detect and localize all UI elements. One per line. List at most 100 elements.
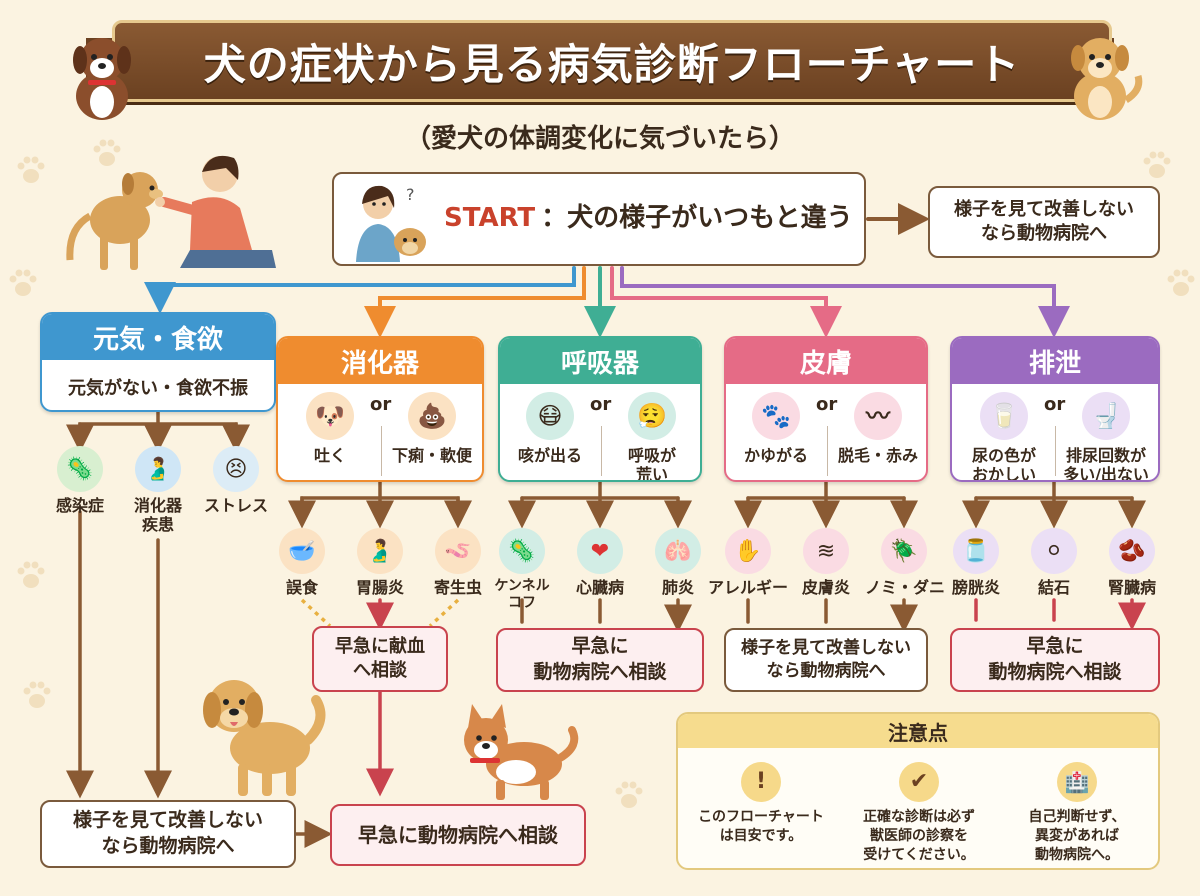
virus-icon: 🦠 (57, 446, 103, 492)
paw-print-icon (615, 781, 643, 808)
exclamation-icon: ! (741, 762, 781, 802)
paw-print-icon (17, 156, 45, 183)
category-card-genki: 元気・食欲 元気がない・食欲不振 (40, 312, 276, 412)
disease-label: 胃腸炎 (355, 578, 404, 597)
skin-layer-icon: ≋ (803, 528, 849, 574)
urine-cup-icon: 🥛 (980, 392, 1028, 440)
category-card-kokyu: 呼吸器 😷 咳が出る or 😮‍💨 呼吸が 荒い (498, 336, 702, 482)
disease-label: アレルギー (707, 578, 788, 597)
category-card-haisetsu: 排泄 🥛 尿の色が おかしい or 🚽 排尿回数が 多い/出ない (950, 336, 1160, 482)
lungs-icon: 🫁 (655, 528, 701, 574)
disease-label: 膀胱炎 (951, 578, 1000, 597)
paw-print-icon (1167, 269, 1195, 296)
subtitle: （愛犬の体調変化に気づいたら） (404, 124, 795, 154)
corgi-illustration (464, 704, 579, 800)
category-title-kokyu: 呼吸器 (500, 338, 700, 384)
or-label: or (590, 394, 612, 415)
paw-print-icon (17, 561, 45, 588)
food-bowl-icon: 🥣 (279, 528, 325, 574)
disease-label: ストレス (203, 496, 268, 515)
golden-retriever-illustration (203, 680, 326, 796)
coughing-head-icon: 😷 (526, 392, 574, 440)
scratching-paw-icon: 🐾 (752, 392, 800, 440)
toilet-icon: 🚽 (1082, 392, 1130, 440)
disease-label: 皮膚炎 (801, 578, 850, 597)
divider (1055, 426, 1056, 476)
symptom-option: 🥛 尿の色が おかしい (954, 392, 1054, 480)
or-label: or (1044, 394, 1066, 415)
disease-label: 寄生虫 (433, 578, 482, 597)
stressed-face-icon: 😣 (213, 446, 259, 492)
title-banner: 犬の症状から見る病気診断フローチャート (112, 20, 1112, 102)
owner-checking-dog-illustration (66, 155, 276, 270)
bladder-icon: 🫙 (953, 528, 999, 574)
category-title-genki: 元気・食欲 (42, 314, 274, 360)
flea-icon: 🪲 (881, 528, 927, 574)
category-title-shoka: 消化器 (278, 338, 482, 384)
divider (601, 426, 602, 476)
paw-print-icon (93, 139, 121, 166)
disease-label: 誤食 (285, 578, 318, 597)
paw-print-icon (23, 681, 51, 708)
category-card-shoka: 消化器 🐶 吐く or 💩 下痢・軟便 (276, 336, 484, 482)
disease-label: ケンネル コフ (494, 578, 550, 611)
disease-label: ノミ・ダニ (864, 578, 945, 597)
symptom-option: 😮‍💨 呼吸が 荒い (602, 392, 700, 480)
worm-icon: 🪱 (435, 528, 481, 574)
bottom-advice-box: 様子を見て改善しない なら動物病院へ (40, 800, 296, 868)
stool-icon: 💩 (408, 392, 456, 440)
disease-label: 心臓病 (575, 578, 624, 597)
disease-label: 肺炎 (661, 578, 694, 597)
symptom-option: 🐾 かゆがる (726, 392, 826, 465)
symptom-option: 🚽 排尿回数が 多い/出ない (1056, 392, 1156, 480)
category-card-hifu: 皮膚 🐾 かゆがる or 〰 脱毛・赤み (724, 336, 928, 482)
bottom-urgent-box: 早急に動物病院へ相談 (330, 804, 586, 866)
worried-owner-with-dog-icon: ? (356, 185, 426, 262)
germ-icon: 🦠 (499, 528, 545, 574)
breathing-head-icon: 😮‍💨 (628, 392, 676, 440)
sitting-dog-illustration (1071, 38, 1143, 120)
category-title-haisetsu: 排泄 (952, 338, 1158, 384)
paw-print-icon (9, 269, 37, 296)
sitting-dog-illustration (73, 38, 131, 120)
vomiting-dog-icon: 🐶 (306, 392, 354, 440)
start-text: ：犬の様子がいつもと違う (541, 203, 853, 234)
result-box-kokyu: 早急に 動物病院へ相談 (496, 628, 704, 692)
stones-icon: ⚪ (1031, 528, 1077, 574)
page-title: 犬の症状から見る病気診断フローチャート (203, 39, 1021, 89)
result-box-hifu: 様子を見て改善しない なら動物病院へ (724, 628, 928, 692)
hospital-icon: 🏥 (1057, 762, 1097, 802)
allergy-paw-icon: ✋ (725, 528, 771, 574)
result-box-shoka: 早急に献血 へ相談 (312, 626, 448, 692)
divider (381, 426, 382, 476)
start-label: START (444, 203, 536, 234)
note-item: ! このフローチャート は目安です。 (686, 762, 836, 846)
note-item: 🏥 自己判断せず、 異変があれば 動物病院へ。 (1002, 762, 1152, 865)
paw-print-icon (1143, 151, 1171, 178)
note-item: ✔ 正確な診断は必ず 獣医師の診察を 受けてください。 (844, 762, 994, 865)
disease-label: 腎臓病 (1107, 578, 1156, 597)
symptom-genki: 元気がない・食欲不振 (68, 378, 248, 399)
disease-label: 消化器 疾患 (133, 496, 182, 535)
heart-icon: ❤ (577, 528, 623, 574)
disease-label: 結石 (1037, 578, 1070, 597)
disease-label: 感染症 (55, 496, 104, 515)
notes-title: 注意点 (678, 714, 1158, 748)
svg-text:?: ? (406, 185, 415, 204)
skin-hair-icon: 〰 (854, 392, 902, 440)
kidney-icon: 🫘 (1109, 528, 1155, 574)
check-icon: ✔ (899, 762, 939, 802)
notes-panel: 注意点 ! このフローチャート は目安です。 ✔ 正確な診断は必ず 獣医師の診察… (676, 712, 1160, 870)
symptom-option: 〰 脱毛・赤み (828, 392, 926, 465)
symptom-option: 🐶 吐く (280, 392, 380, 465)
result-box-haisetsu: 早急に 動物病院へ相談 (950, 628, 1160, 692)
stomach-icon: 🫃 (135, 446, 181, 492)
symptom-option: 💩 下痢・軟便 (382, 392, 482, 465)
stomach-icon: 🫃 (357, 528, 403, 574)
symptom-option: 😷 咳が出る (500, 392, 600, 465)
divider (827, 426, 828, 476)
category-title-hifu: 皮膚 (726, 338, 926, 384)
or-label: or (370, 394, 392, 415)
side-advice-box: 様子を見て改善しない なら動物病院へ (928, 186, 1160, 258)
